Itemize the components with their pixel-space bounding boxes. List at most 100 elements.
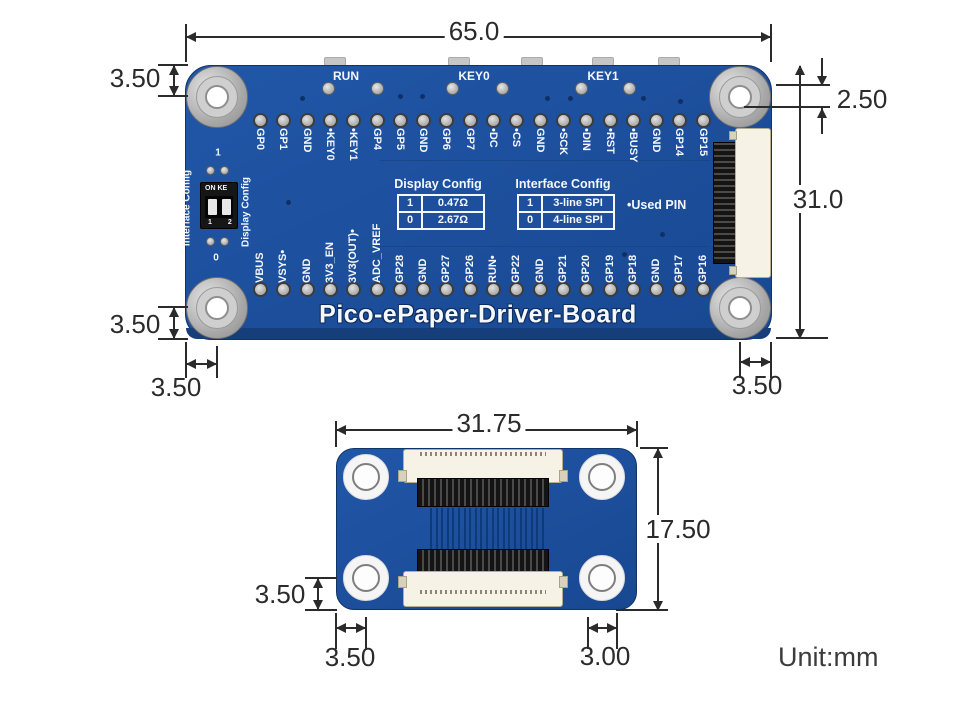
dimension-line (336, 627, 366, 629)
pin-label-bottom: GND (533, 258, 546, 283)
dip-slider-1 (208, 199, 217, 215)
dim-top-hole-inner: 2.50 (836, 84, 888, 114)
dimension-line (744, 106, 830, 108)
pin-label-bottom: ADC_VREF (370, 223, 383, 283)
button-label-key1: KEY1 (587, 69, 619, 83)
pin-hole (439, 282, 455, 297)
button-pad (322, 82, 335, 95)
interface-config-table: 1 3-line SPI 0 4-line SPI (517, 194, 615, 230)
pin-label-bottom: VSYS• (277, 249, 290, 283)
button-label-run: RUN (333, 69, 359, 83)
display-config-cell: 0.47Ω (423, 196, 483, 211)
dimension-arrow (761, 357, 771, 367)
ribbon-trace (486, 508, 488, 551)
ribbon-trace (480, 508, 483, 551)
ffc-tab-icon (398, 576, 407, 588)
dimension-arrow (169, 65, 179, 75)
dip-slider-2 (222, 199, 231, 215)
used-pin-note: •Used PIN (627, 198, 687, 212)
pin-label-bottom: 3V3_EN (323, 242, 336, 283)
pin-hole (602, 113, 618, 128)
unit-label: Unit:mm (778, 642, 879, 672)
dimension-arrow (313, 578, 323, 588)
dimension-line (821, 58, 823, 86)
screw-hole-bore (728, 296, 752, 320)
dip-pad (220, 237, 229, 246)
display-config-cell: 0 (399, 213, 421, 228)
dimension-line (365, 617, 367, 649)
interface-config-cell: 1 (519, 196, 541, 211)
pin-hole (253, 113, 268, 128)
ffc-latch-bottom-board-top (417, 478, 549, 507)
interface-config-cell: 4-line SPI (543, 213, 613, 228)
dimension-arrow (169, 86, 179, 96)
ribbon-trace (536, 508, 539, 551)
pin-hole (369, 282, 385, 297)
via-dot (568, 96, 573, 101)
dip-top-number: 1 (215, 147, 221, 159)
screw-hole-bore (352, 463, 380, 491)
ribbon-trace (458, 508, 460, 551)
via-dot (641, 96, 646, 101)
dimension-line (158, 338, 188, 340)
ribbon-trace (452, 508, 455, 551)
dim-top-br-horizontal: 3.50 (731, 370, 783, 400)
dimension-arrow (795, 329, 805, 339)
dimension-arrow (313, 600, 323, 610)
pin-hole (416, 282, 432, 297)
pin-hole (486, 282, 501, 297)
board-title: Pico-ePaper-Driver-Board (319, 300, 637, 329)
ffc-latch-bottom-board-bottom (417, 549, 549, 575)
pin-label-bottom: GP27 (440, 254, 453, 283)
pin-label-top: GP1 (277, 128, 290, 151)
pin-hole (555, 113, 571, 128)
ribbon-trace (508, 508, 511, 551)
ribbon-trace (530, 508, 533, 551)
ffc-tab-icon (729, 266, 737, 275)
pin-hole (392, 113, 408, 128)
via-dot (300, 96, 305, 101)
ribbon-trace (446, 508, 449, 551)
pin-label-top: GND (300, 128, 313, 153)
pin-label-bottom: GP26 (463, 254, 476, 283)
pin-label-bottom: GP17 (673, 254, 686, 283)
pin-label-top: •DC (487, 128, 499, 148)
dimension-line (616, 613, 618, 649)
dip-on-label: ON KE (205, 185, 228, 192)
pin-label-bottom: GP22 (510, 254, 523, 283)
dip-bottom-number: 0 (213, 252, 219, 264)
pin-hole (555, 282, 571, 297)
dimension-line (185, 24, 187, 62)
interface-config-cell: 3-line SPI (543, 196, 613, 211)
dimension-arrow (817, 76, 827, 86)
ribbon-trace (502, 508, 505, 551)
dimension-line (305, 609, 337, 611)
pin-label-top: •BUSY (626, 128, 639, 163)
button-pad (575, 82, 588, 95)
pin-hole (649, 113, 665, 128)
dim-bottom-height: 17.50 (641, 515, 715, 543)
ribbon-trace (519, 508, 522, 551)
via-dot (660, 232, 665, 237)
dimension-arrow (207, 359, 217, 369)
dimension-line (317, 579, 319, 610)
pin-hole (322, 113, 338, 128)
ribbon-trace (469, 508, 472, 551)
dimension-arrow (795, 65, 805, 75)
button-pad (446, 82, 459, 95)
pin-label-bottom: GP28 (393, 254, 406, 283)
button-label-key0: KEY0 (458, 69, 490, 83)
pin-hole (276, 282, 292, 297)
pin-hole (462, 113, 478, 128)
pin-label-bottom: GP16 (696, 254, 709, 283)
pin-hole (509, 282, 525, 297)
pin-hole (253, 282, 268, 297)
pin-label-bottom: RUN• (487, 255, 499, 283)
dip-position-numbers: 1 2 (208, 219, 239, 226)
ribbon-trace (435, 508, 438, 551)
ffc-tab-icon (559, 470, 568, 482)
pin-hole (416, 113, 432, 128)
pin-label-top: •KEY1 (347, 128, 360, 161)
dip-pad (206, 237, 215, 246)
